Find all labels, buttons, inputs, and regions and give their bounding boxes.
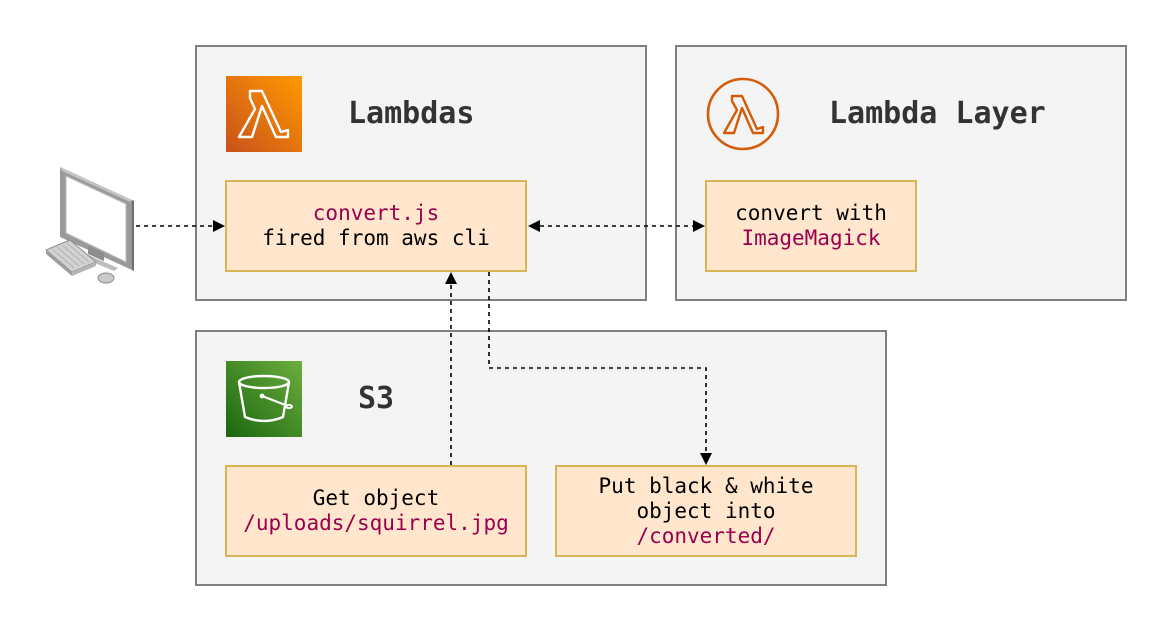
get-object-node: Get object /uploads/squirrel.jpg	[225, 465, 527, 557]
aws-lambda-layer-icon	[705, 76, 781, 152]
s3-group-title: S3	[358, 381, 395, 416]
aws-lambda-icon	[226, 76, 302, 152]
put-object-label-line1: Put black & white	[598, 473, 814, 498]
aws-s3-bucket-icon	[226, 361, 302, 437]
put-object-path: /converted/	[636, 523, 776, 548]
get-object-path: /uploads/squirrel.jpg	[243, 511, 509, 535]
imagemagick-node: convert with ImageMagick	[705, 180, 917, 272]
get-object-label: Get object	[312, 486, 440, 510]
lambdas-group-title: Lambdas	[348, 96, 475, 131]
put-object-node: Put black & white object into /converted…	[555, 465, 857, 557]
put-object-label-line2: object into	[636, 498, 776, 523]
imagemagick-name: ImageMagick	[741, 226, 881, 250]
convert-js-filename: convert.js	[312, 201, 440, 225]
convert-js-description: fired from aws cli	[262, 226, 490, 250]
convert-js-node: convert.js fired from aws cli	[225, 180, 527, 272]
imagemagick-description: convert with	[735, 201, 887, 225]
lambda-layer-group-title: Lambda Layer	[829, 96, 1046, 131]
desktop-computer-icon	[44, 164, 136, 286]
